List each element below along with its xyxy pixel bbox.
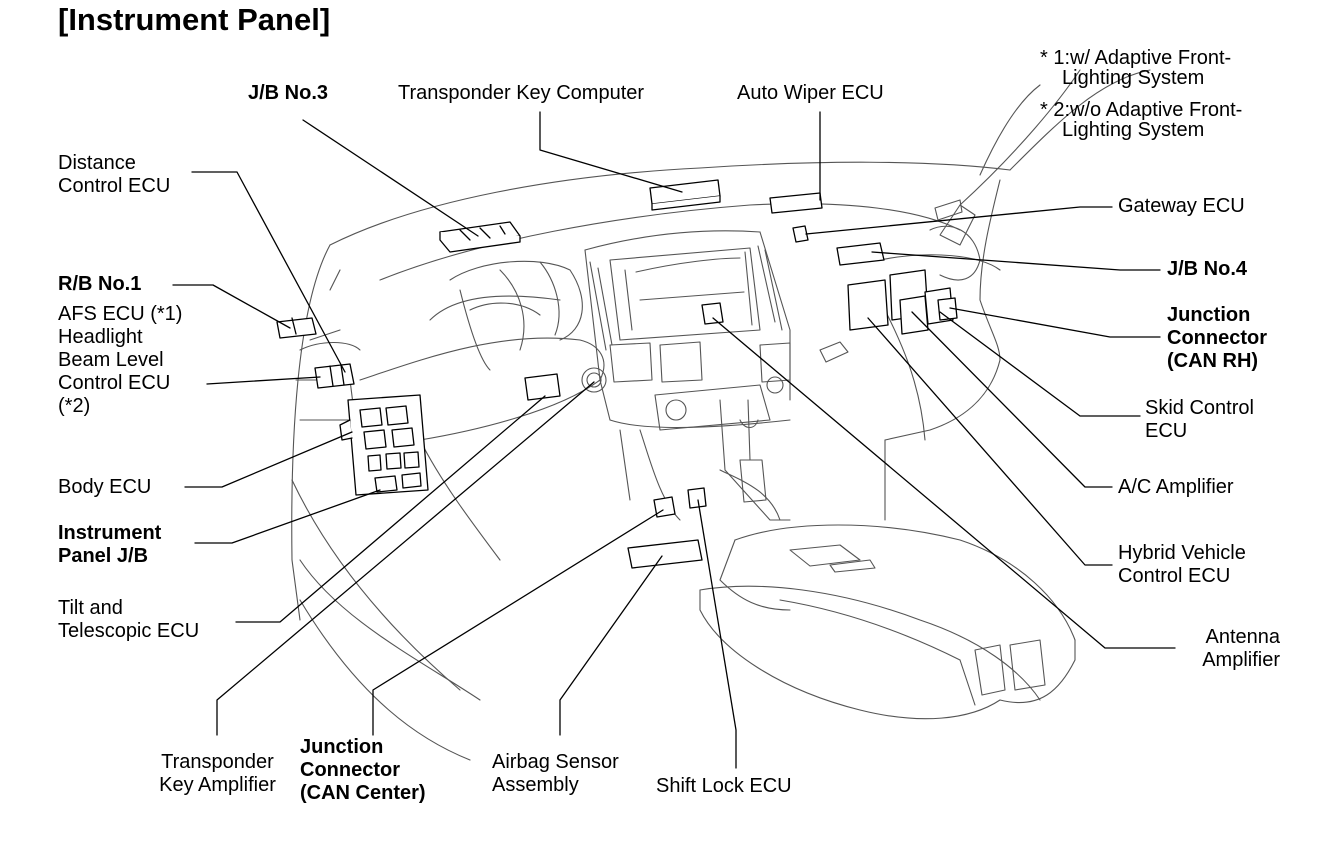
label-tilt-telescopic-ecu: Tilt and Telescopic ECU [58,597,200,642]
leader-hybrid-vehicle-control-ecu [867,317,1113,566]
label-junction-connector-center: Junction Connector (CAN Center) [300,736,426,804]
components [276,179,958,569]
leader-airbag-sensor-assembly [559,555,663,736]
leader-jb4 [871,251,1161,271]
label-transponder-key-amplifier: Transponder Key Amplifier [159,751,276,796]
label-jb4: J/B No.4 [1167,258,1248,280]
label-junction-connector-rh: Junction Connector (CAN RH) [1167,304,1267,372]
leader-lines [172,111,1176,769]
page-title: [Instrument Panel] [58,2,331,37]
label-jb3: J/B No.3 [248,82,329,104]
leader-shift-lock-ecu [697,499,737,769]
leader-afs-ecu [206,376,321,385]
label-skid-control-ecu: Skid Control ECU [1145,397,1254,442]
leader-junction-connector-center [372,509,664,736]
note-afs-with: * 1:w/ Adaptive Front- Lighting System [1040,47,1232,89]
leader-transponder-key-amplifier [216,381,595,736]
label-transponder-key-computer: Transponder Key Computer [398,82,645,104]
leader-distance-control-ecu [191,171,346,373]
leader-body-ecu [184,431,353,488]
label-antenna-amplifier: Antenna Amplifier [1202,626,1280,671]
label-gateway-ecu: Gateway ECU [1118,195,1245,217]
label-shift-lock-ecu: Shift Lock ECU [656,775,792,797]
label-rb1: R/B No.1 [58,273,142,295]
label-ac-amplifier: A/C Amplifier [1118,476,1234,498]
leader-transponder-key-computer [539,111,683,193]
leader-junction-connector-rh [949,307,1161,338]
label-instrument-panel-jb: Instrument Panel J/B [58,522,162,567]
label-airbag-sensor-assembly: Airbag Sensor Assembly [492,751,619,796]
leader-rb1 [172,284,291,329]
label-body-ecu: Body ECU [58,476,152,498]
label-distance-control-ecu: Distance Control ECU [58,152,171,197]
label-auto-wiper-ecu: Auto Wiper ECU [737,82,884,104]
leader-tilt-telescopic-ecu [235,395,546,623]
dashboard-outline [291,69,1151,761]
leader-ac-amplifier [911,311,1113,488]
note-afs-without: * 2:w/o Adaptive Front- Lighting System [1040,99,1243,141]
leader-skid-control-ecu [939,311,1141,417]
leader-gateway-ecu [805,206,1113,235]
label-hybrid-vehicle-control-ecu: Hybrid Vehicle Control ECU [1118,542,1246,587]
leader-instrument-panel-jb [194,489,381,544]
leader-antenna-amplifier [712,317,1176,649]
label-afs-ecu: AFS ECU (*1) Headlight Beam Level Contro… [58,303,183,417]
leader-jb3 [302,119,479,237]
